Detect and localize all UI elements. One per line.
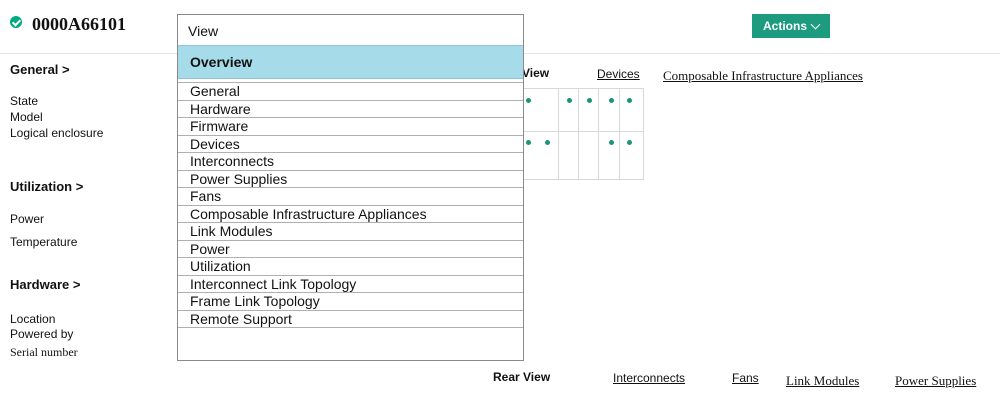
device-dot — [526, 140, 531, 145]
actions-label: Actions — [762, 19, 807, 33]
status-ok-icon — [10, 16, 22, 28]
chevron-down-icon — [810, 19, 821, 29]
view-option-firmware[interactable]: Firmware — [178, 117, 523, 135]
front-view-label: View — [522, 66, 550, 80]
page-title: 0000A66101 — [32, 14, 126, 34]
interconnects-link[interactable]: Interconnects — [613, 371, 686, 385]
fans-link[interactable]: Fans — [732, 371, 759, 385]
view-option-general[interactable]: General — [178, 82, 523, 100]
section-hardware-title[interactable]: Hardware > — [10, 277, 81, 292]
view-option-selected[interactable]: Overview — [178, 45, 523, 79]
view-option-interconnects[interactable]: Interconnects — [178, 152, 523, 170]
field-label-model: Model — [10, 110, 43, 124]
view-option-selected-label: Overview — [190, 54, 253, 70]
bay-divider — [619, 89, 620, 179]
section-general-title[interactable]: General > — [10, 62, 70, 77]
view-option-interconnect-link-topology[interactable]: Interconnect Link Topology — [178, 274, 523, 293]
device-dot — [609, 140, 614, 145]
device-dot — [627, 140, 632, 145]
view-option-power-supplies[interactable]: Power Supplies — [178, 169, 523, 188]
view-option-link-modules[interactable]: Link Modules — [178, 222, 523, 240]
link-modules-link[interactable]: Link Modules — [786, 373, 860, 388]
bay-divider — [578, 89, 579, 179]
device-dot — [609, 98, 614, 103]
enclosure-divider — [523, 131, 643, 132]
view-option-list: General Hardware Firmware Devices Interc… — [178, 82, 523, 328]
view-option-utilization[interactable]: Utilization — [178, 257, 523, 275]
field-label-serial-number: Serial number — [10, 345, 78, 359]
field-label-location: Location — [10, 312, 56, 326]
bay-divider — [598, 89, 599, 179]
field-label-powered-by: Powered by — [10, 327, 74, 341]
section-utilization-title[interactable]: Utilization > — [10, 179, 84, 194]
device-dot — [627, 98, 632, 103]
actions-button[interactable]: Actions — [752, 14, 830, 38]
view-option-devices[interactable]: Devices — [178, 134, 523, 153]
field-label-state: State — [10, 94, 39, 108]
view-option-frame-link-topology[interactable]: Frame Link Topology — [178, 292, 523, 310]
view-dropdown-header[interactable]: View — [188, 23, 219, 39]
device-dot — [545, 140, 550, 145]
device-dot — [526, 98, 531, 103]
field-label-power: Power — [10, 212, 45, 226]
device-dot — [587, 98, 592, 103]
view-option-remote-support[interactable]: Remote Support — [178, 309, 523, 328]
device-dot — [567, 98, 572, 103]
view-dropdown[interactable]: View Overview General Hardware Firmware … — [177, 14, 524, 361]
bay-divider — [558, 89, 559, 179]
enclosure-front-graphic — [522, 88, 644, 180]
composable-infrastructure-appliances-link[interactable]: Composable Infrastructure Appliances — [663, 68, 863, 83]
view-option-hardware[interactable]: Hardware — [178, 99, 523, 118]
power-supplies-link[interactable]: Power Supplies — [895, 373, 977, 388]
rear-view-label: Rear View — [493, 370, 551, 384]
view-option-fans[interactable]: Fans — [178, 187, 523, 205]
view-option-power[interactable]: Power — [178, 239, 523, 258]
field-label-temperature: Temperature — [10, 235, 78, 249]
view-option-composable-infrastructure-appliances[interactable]: Composable Infrastructure Appliances — [178, 204, 523, 223]
devices-link[interactable]: Devices — [597, 67, 640, 81]
field-label-logical-enclosure: Logical enclosure — [10, 126, 104, 140]
